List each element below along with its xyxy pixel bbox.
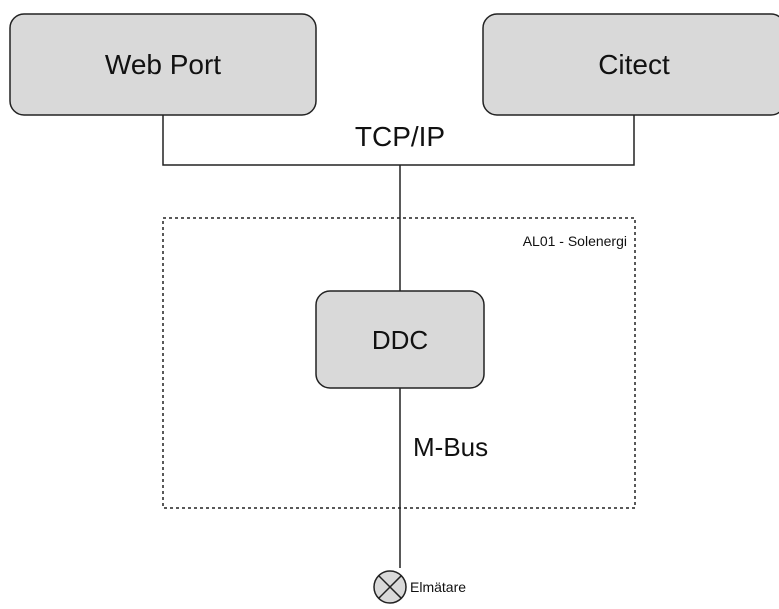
web-port-node: Web Port	[9, 13, 317, 116]
citect-label: Citect	[598, 49, 670, 80]
tcpip-label: TCP/IP	[355, 121, 445, 152]
ddc-label: DDC	[372, 325, 428, 355]
web-port-label: Web Port	[105, 49, 221, 80]
web-port-box	[9, 13, 317, 116]
citect-box	[482, 13, 779, 116]
ddc-node: DDC	[315, 290, 485, 389]
electricity-meter-icon	[373, 570, 407, 604]
mbus-label: M-Bus	[413, 432, 488, 462]
zone-label: AL01 - Solenergi	[523, 233, 627, 249]
meter-cross-b	[378, 575, 402, 599]
meter-label: Elmätare	[410, 579, 466, 595]
citect-node: Citect	[482, 13, 779, 116]
zone-boundary	[162, 217, 636, 509]
tcpip-bus-line	[162, 115, 635, 166]
